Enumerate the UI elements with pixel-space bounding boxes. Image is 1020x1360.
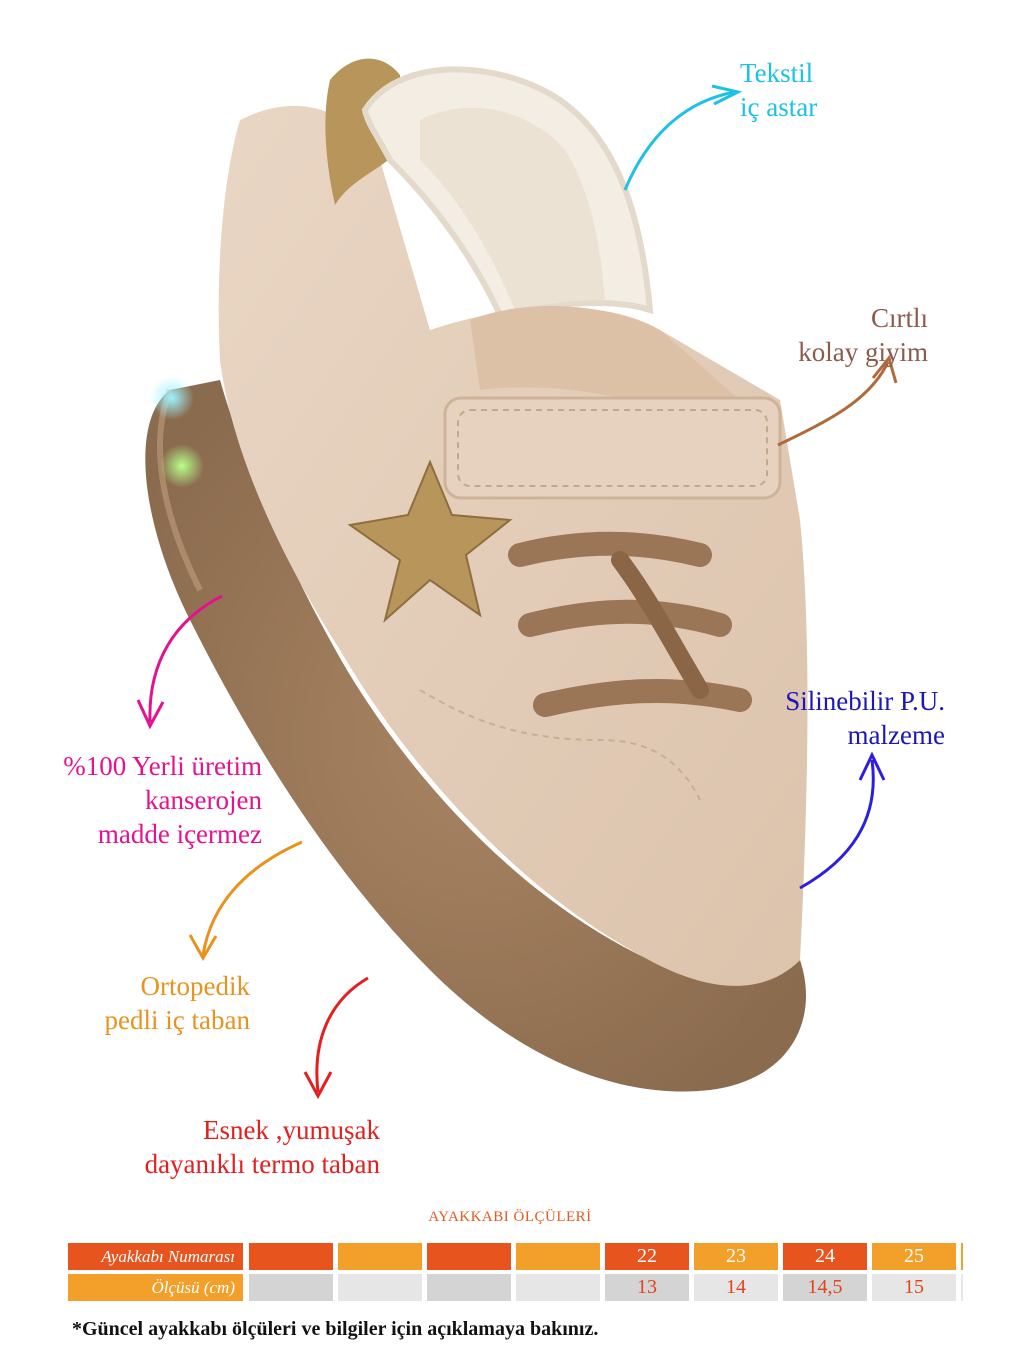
size-row-label: Ayakkabı Numarası xyxy=(68,1243,243,1270)
callout-tekstil: Tekstil iç astar xyxy=(740,56,817,124)
arrow-ortopedik-icon xyxy=(188,840,303,961)
size-cell: 24 xyxy=(783,1243,867,1270)
measurement-cell: 14 xyxy=(694,1274,778,1301)
lining-inner xyxy=(420,107,605,311)
size-row: Ayakkabı Numarası 22 23 24 25 xyxy=(68,1243,963,1270)
velcro-strap xyxy=(443,396,782,500)
size-cell xyxy=(249,1243,333,1270)
measurement-cell: 13 xyxy=(605,1274,689,1301)
lace-3 xyxy=(533,678,752,717)
footnote: *Güncel ayakkabı ölçüleri ve bilgiler iç… xyxy=(72,1318,599,1340)
led-green-glow xyxy=(160,444,204,488)
size-table-title: AYAKKABI ÖLÇÜLERİ xyxy=(428,1209,592,1225)
callout-line: Ortopedik xyxy=(140,971,250,1001)
shoe-tongue xyxy=(470,306,740,420)
callout-line: madde içermez xyxy=(97,819,262,849)
callout-yerli-uretim: %100 Yerli üretim kanserojen madde içerm… xyxy=(0,749,262,851)
size-cell: 25 xyxy=(872,1243,956,1270)
measurement-cell xyxy=(427,1274,511,1301)
size-cell xyxy=(338,1243,422,1270)
size-cell xyxy=(516,1243,600,1270)
callout-silinebilir: Silinebilir P.U. malzeme xyxy=(760,684,945,752)
measurement-cell xyxy=(338,1274,422,1301)
size-cell: 23 xyxy=(694,1243,778,1270)
callout-line: Tekstil xyxy=(740,58,814,88)
size-table: Ayakkabı Numarası 22 23 24 25 Ölçüsü (cm… xyxy=(68,1243,963,1305)
callout-line: malzeme xyxy=(847,720,945,750)
measurement-cell xyxy=(249,1274,333,1301)
measurement-cell: 15 xyxy=(872,1274,956,1301)
callout-line: dayanıklı termo taban xyxy=(144,1149,380,1179)
callout-line: kanserojen xyxy=(145,785,262,815)
callout-ortopedik: Ortopedik pedli iç taban xyxy=(60,969,250,1037)
callout-line: pedli iç taban xyxy=(104,1005,250,1035)
callout-line: %100 Yerli üretim xyxy=(63,751,262,781)
shoe-illustration xyxy=(136,58,898,1100)
arrow-esnek-icon xyxy=(303,976,369,1100)
callout-line: iç astar xyxy=(740,92,818,122)
measurement-cell xyxy=(516,1274,600,1301)
strap-stitch xyxy=(457,409,768,487)
arrow-cirtli-icon xyxy=(777,354,898,447)
arrow-silinebilir-icon xyxy=(799,751,886,890)
toe-stitch xyxy=(419,689,701,801)
callout-line: Silinebilir P.U. xyxy=(785,686,945,716)
size-cell xyxy=(427,1243,511,1270)
measurement-cell: 14,5 xyxy=(783,1274,867,1301)
glitter-star xyxy=(347,459,513,623)
arrow-yerli-icon xyxy=(136,594,223,730)
measurement-row: Ölçüsü (cm) 13 14 14,5 15 xyxy=(68,1274,963,1301)
lace-1 xyxy=(508,531,712,567)
callout-line: Cırtlı xyxy=(870,303,928,333)
measurement-row-label: Ölçüsü (cm) xyxy=(68,1274,243,1301)
callout-line: kolay giyim xyxy=(798,337,928,367)
arrow-tekstil-icon xyxy=(623,84,743,191)
size-cell: 22 xyxy=(605,1243,689,1270)
callout-esnek-taban: Esnek ,yumuşak dayanıklı termo taban xyxy=(140,1113,380,1181)
led-blue-glow xyxy=(150,376,194,420)
callout-cirtli: Cırtlı kolay giyim xyxy=(758,301,928,369)
callout-line: Esnek ,yumuşak xyxy=(203,1115,380,1145)
shoe-sole xyxy=(145,380,806,1092)
lace-cross xyxy=(611,551,709,699)
lace-2 xyxy=(518,599,732,637)
